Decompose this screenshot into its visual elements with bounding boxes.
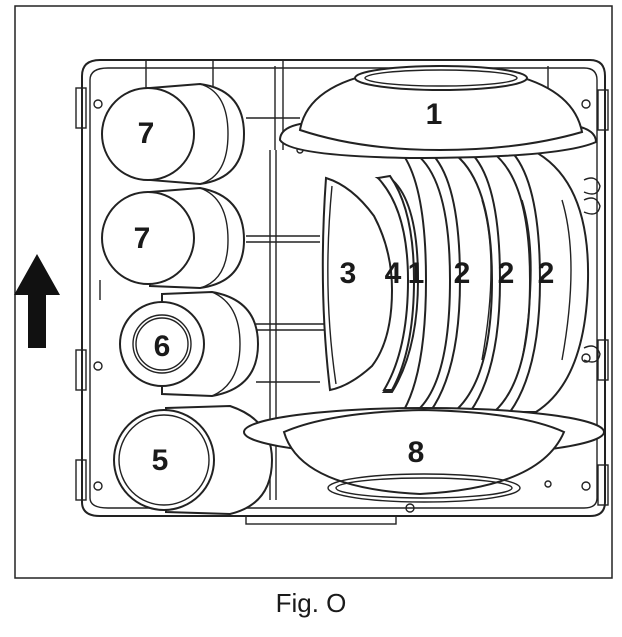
top-bowl-shape	[278, 64, 598, 160]
label-saucer: 4	[385, 257, 402, 290]
figure-caption: Fig. O	[275, 588, 347, 618]
label-bowl-side: 3	[340, 257, 357, 290]
figure-frame	[14, 5, 613, 579]
label-plate-2b: 2	[498, 257, 515, 290]
small-pot-shape	[119, 290, 260, 398]
plate-stack	[402, 149, 590, 413]
label-pot-large: 5	[152, 444, 169, 477]
rack-basket	[75, 59, 609, 525]
serving-dish-shape	[243, 407, 605, 503]
side-bowl-shape	[321, 176, 394, 392]
arrow-up-icon	[14, 254, 60, 348]
label-plate-2a: 2	[454, 257, 471, 290]
label-pot-small: 6	[154, 330, 171, 363]
label-bowl-top: 1	[426, 98, 443, 131]
label-plate-2c: 2	[538, 257, 555, 290]
large-pot-shape	[113, 404, 274, 516]
cup-middle-shape	[101, 186, 246, 290]
label-cup-middle: 7	[134, 222, 151, 255]
label-cup-upper: 7	[138, 117, 155, 150]
label-serving-dish: 8	[408, 436, 425, 469]
label-plate-1: 1	[408, 257, 425, 290]
cup-upper-shape	[101, 82, 246, 186]
